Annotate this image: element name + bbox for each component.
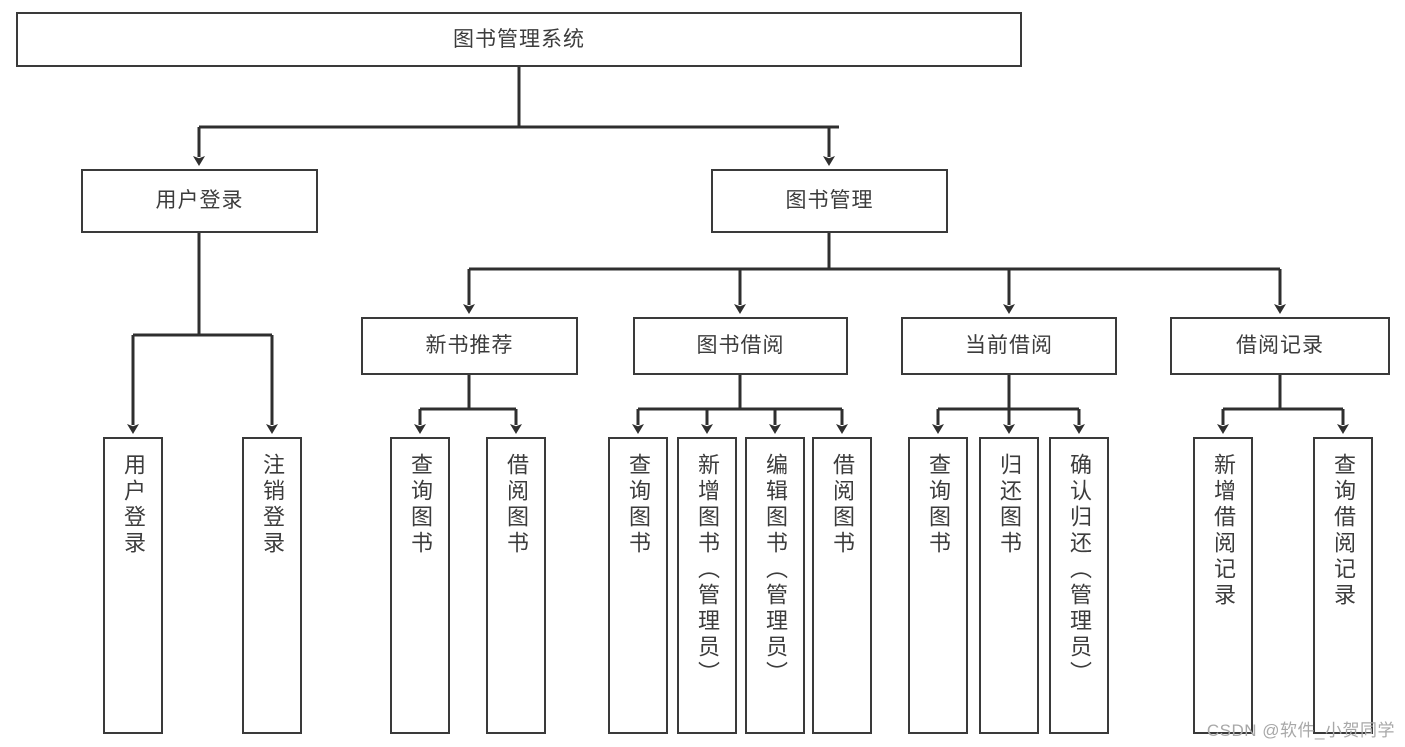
node-label: 确认归还（管理员） — [1067, 453, 1092, 687]
leaf-user-login-signout[interactable]: 注销登录 — [242, 437, 302, 734]
leaf-borrow-query-book[interactable]: 查询图书 — [608, 437, 668, 734]
leaf-current-confirm-return[interactable]: 确认归还（管理员） — [1049, 437, 1109, 734]
leaf-current-return-book[interactable]: 归还图书 — [979, 437, 1039, 734]
node-current-borrow[interactable]: 当前借阅 — [901, 317, 1117, 375]
leaf-user-login-signin[interactable]: 用户登录 — [103, 437, 163, 734]
node-label: 用户登录 — [121, 453, 146, 557]
node-root-system[interactable]: 图书管理系统 — [16, 12, 1022, 67]
node-label: 注销登录 — [260, 453, 285, 557]
node-label: 新书推荐 — [425, 334, 514, 358]
node-label: 借阅记录 — [1236, 334, 1324, 358]
node-label: 图书管理 — [785, 189, 874, 213]
node-label: 借阅图书 — [830, 453, 855, 557]
leaf-recommend-query-book[interactable]: 查询图书 — [390, 437, 450, 734]
node-book-borrow[interactable]: 图书借阅 — [633, 317, 848, 375]
node-label: 图书借阅 — [696, 334, 785, 358]
leaf-borrow-add-book[interactable]: 新增图书（管理员） — [677, 437, 737, 734]
node-label: 借阅图书 — [504, 453, 529, 557]
node-label: 图书管理系统 — [453, 27, 585, 51]
leaf-current-query-book[interactable]: 查询图书 — [908, 437, 968, 734]
node-label: 查询图书 — [926, 453, 951, 557]
node-new-book-recommend[interactable]: 新书推荐 — [361, 317, 578, 375]
leaf-borrow-edit-book[interactable]: 编辑图书（管理员） — [745, 437, 805, 734]
node-label: 新增图书（管理员） — [695, 453, 720, 687]
node-label: 编辑图书（管理员） — [763, 453, 788, 687]
node-user-login[interactable]: 用户登录 — [81, 169, 318, 233]
node-label: 查询图书 — [408, 453, 433, 557]
leaf-record-query-record[interactable]: 查询借阅记录 — [1313, 437, 1373, 734]
leaf-borrow-borrow-book[interactable]: 借阅图书 — [812, 437, 872, 734]
node-label: 用户登录 — [155, 189, 244, 213]
leaf-record-add-record[interactable]: 新增借阅记录 — [1193, 437, 1253, 734]
node-label: 查询借阅记录 — [1331, 453, 1356, 609]
node-label: 归还图书 — [997, 453, 1022, 557]
node-book-management[interactable]: 图书管理 — [711, 169, 948, 233]
node-label: 新增借阅记录 — [1211, 453, 1236, 609]
node-label: 当前借阅 — [965, 334, 1053, 358]
leaf-recommend-borrow-book[interactable]: 借阅图书 — [486, 437, 546, 734]
node-label: 查询图书 — [626, 453, 651, 557]
node-borrow-record[interactable]: 借阅记录 — [1170, 317, 1390, 375]
